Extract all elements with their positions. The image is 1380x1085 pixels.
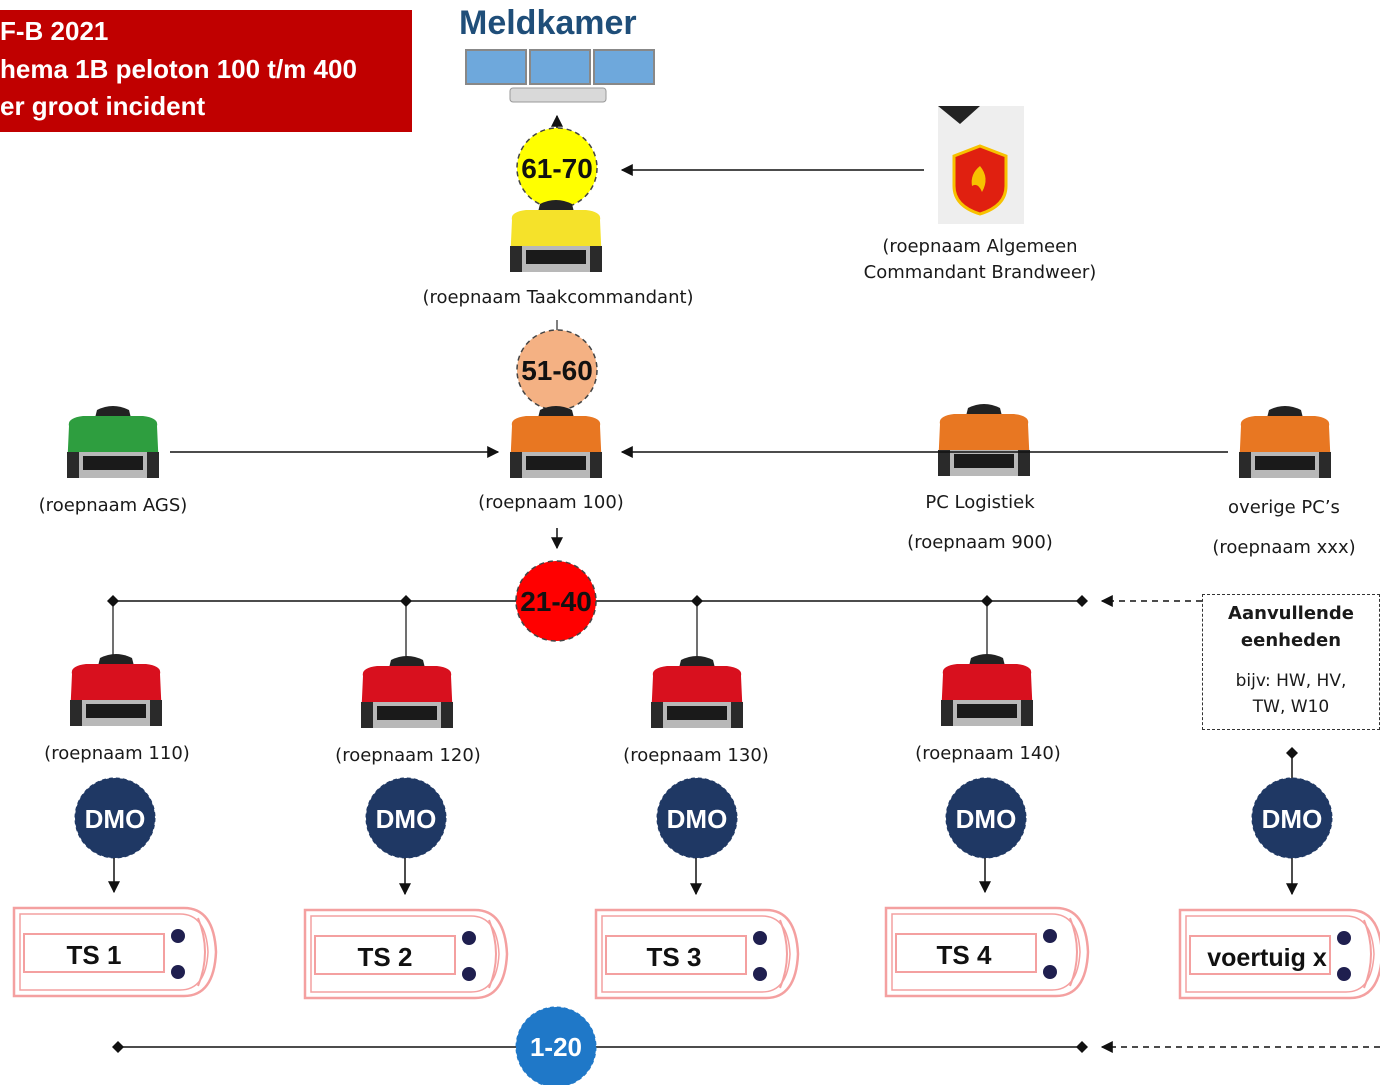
vehicle-ts4: TS 4 [937,940,992,970]
dmo-5: DMO [1251,777,1333,859]
label-overige: overige PC’s [1228,497,1340,518]
aanvullende-eenheden-box: Aanvullende eenheden bijv: HW, HV, TW, W… [1202,594,1380,730]
title-line-2: hema 1B peloton 100 t/m 400 [0,54,357,84]
node-51-60 [516,329,598,411]
title-line-3: er groot incident [0,91,206,121]
label-taakcommandant: (roepnaam Taakcommandant) [422,287,694,308]
vehicle-ts1: TS 1 [67,940,122,970]
label-algemeen-2: Commandant Brandweer) [863,262,1097,283]
label-100: (roepnaam 100) [478,492,624,513]
title-box: F-B 2021 hema 1B peloton 100 t/m 400 er … [0,10,412,132]
dmo-4: DMO [945,777,1027,859]
label-pc-logistiek: PC Logistiek [925,492,1035,513]
node-1-20-label: 1-20 [530,1032,582,1062]
vest-icon [67,406,159,478]
title-line-1: F-B 2021 [0,16,109,46]
svg-text:DMO: DMO [376,804,437,834]
vest-icon [361,656,453,728]
vest-icon [938,404,1030,476]
svg-text:DMO: DMO [1262,804,1323,834]
svg-text:DMO: DMO [956,804,1017,834]
vest-icon [510,200,602,272]
vest-icon [651,656,743,728]
aanvullende-title-2: eenheden [1240,630,1342,651]
label-900: (roepnaam 900) [907,532,1053,553]
vest-icon [1239,406,1331,478]
fire-badge-icon [938,106,1024,224]
vest-icon [941,654,1033,726]
dmo-2: DMO [365,777,447,859]
node-61-70-label: 61-70 [521,153,593,184]
dmo-1: DMO [74,777,156,859]
node-21-40-label: 21-40 [520,586,592,617]
vest-icon [70,654,162,726]
vehicle-ts3: TS 3 [647,942,702,972]
label-110: (roepnaam 110) [44,743,190,764]
aanvullende-example-2: TW, W10 [1252,697,1330,717]
meldkamer-title: Meldkamer [459,4,637,42]
monitor-icon [465,49,655,103]
label-ags: (roepnaam AGS) [38,495,188,516]
dmo-3: DMO [656,777,738,859]
svg-text:DMO: DMO [667,804,728,834]
node-61-70 [516,127,598,209]
vehicle-x: voertuig x [1207,944,1327,972]
vehicle-ts2: TS 2 [358,942,413,972]
label-xxx: (roepnaam xxx) [1212,537,1356,558]
node-51-60-label: 51-60 [521,355,593,386]
aanvullende-example-1: bijv: HW, HV, [1235,671,1347,691]
label-130: (roepnaam 130) [623,745,769,766]
vest-icon [510,406,602,478]
node-21-40 [515,560,597,642]
label-140: (roepnaam 140) [915,743,1061,764]
node-1-20 [515,1006,597,1085]
aanvullende-title-1: Aanvullende [1228,603,1354,624]
svg-text:DMO: DMO [85,804,146,834]
label-120: (roepnaam 120) [335,745,481,766]
label-algemeen-1: (roepnaam Algemeen [882,236,1078,257]
